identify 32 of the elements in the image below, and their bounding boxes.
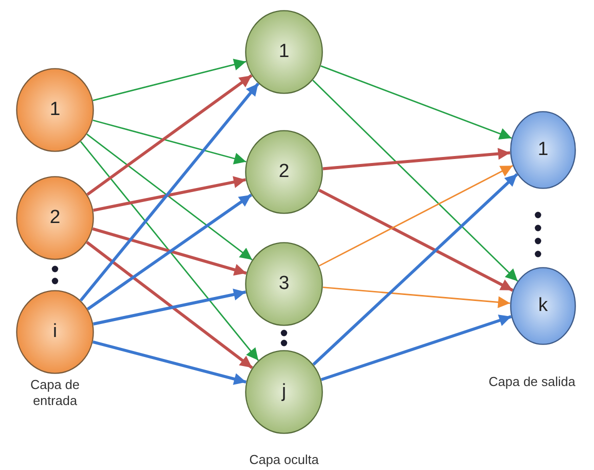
layer-label: Capa de entrada — [29, 377, 81, 409]
arrow — [322, 148, 510, 170]
arrow — [80, 82, 260, 302]
layer-label: Capa oculta — [248, 452, 320, 468]
arrow — [318, 165, 514, 266]
arrow — [86, 134, 253, 260]
neuron-label: 3 — [278, 273, 290, 295]
arrow — [86, 74, 253, 196]
arrow — [86, 241, 254, 369]
neuron-label: k — [537, 295, 549, 317]
neuron-label: 1 — [278, 41, 290, 63]
arrow — [92, 288, 246, 326]
arrow — [92, 120, 246, 164]
arrow — [322, 286, 510, 308]
arrow — [312, 80, 518, 282]
neuron-label: 1 — [536, 139, 550, 161]
arrow — [92, 340, 246, 385]
arrow — [320, 314, 512, 382]
neuron-label: 1 — [48, 99, 62, 121]
neuron-label: j — [280, 381, 288, 403]
neuron-label: 2 — [278, 161, 290, 183]
arrow — [92, 58, 246, 102]
arrow — [320, 65, 512, 140]
neuron-label: i — [52, 321, 58, 343]
arrow — [318, 188, 514, 292]
arrow — [93, 176, 246, 212]
layer-label: Capa de salida — [488, 374, 576, 390]
neuron-label: 2 — [48, 207, 62, 229]
arrow — [92, 227, 247, 276]
arrow — [312, 173, 518, 366]
arrow — [86, 194, 252, 310]
arrow — [80, 141, 259, 361]
